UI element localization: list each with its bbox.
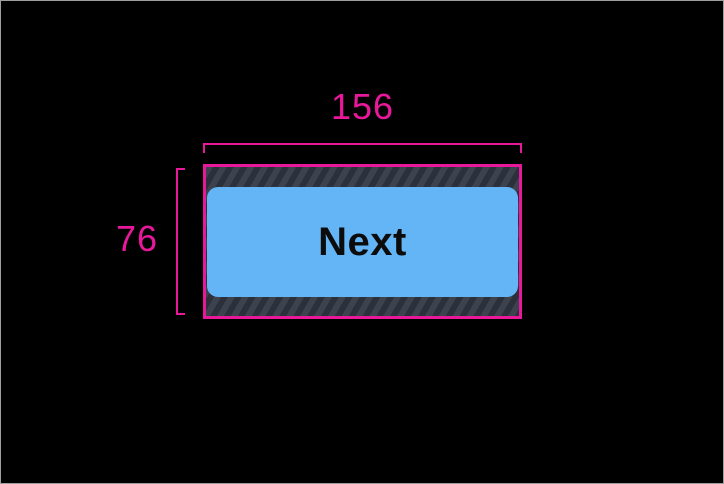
height-measure-bracket (176, 168, 185, 315)
height-dimension-label: 76 (115, 218, 159, 259)
next-button[interactable]: Next (207, 187, 518, 297)
selection-bounds-box: Next (203, 164, 522, 319)
width-dimension-label: 156 (330, 86, 395, 127)
width-measure-bracket (203, 143, 522, 153)
